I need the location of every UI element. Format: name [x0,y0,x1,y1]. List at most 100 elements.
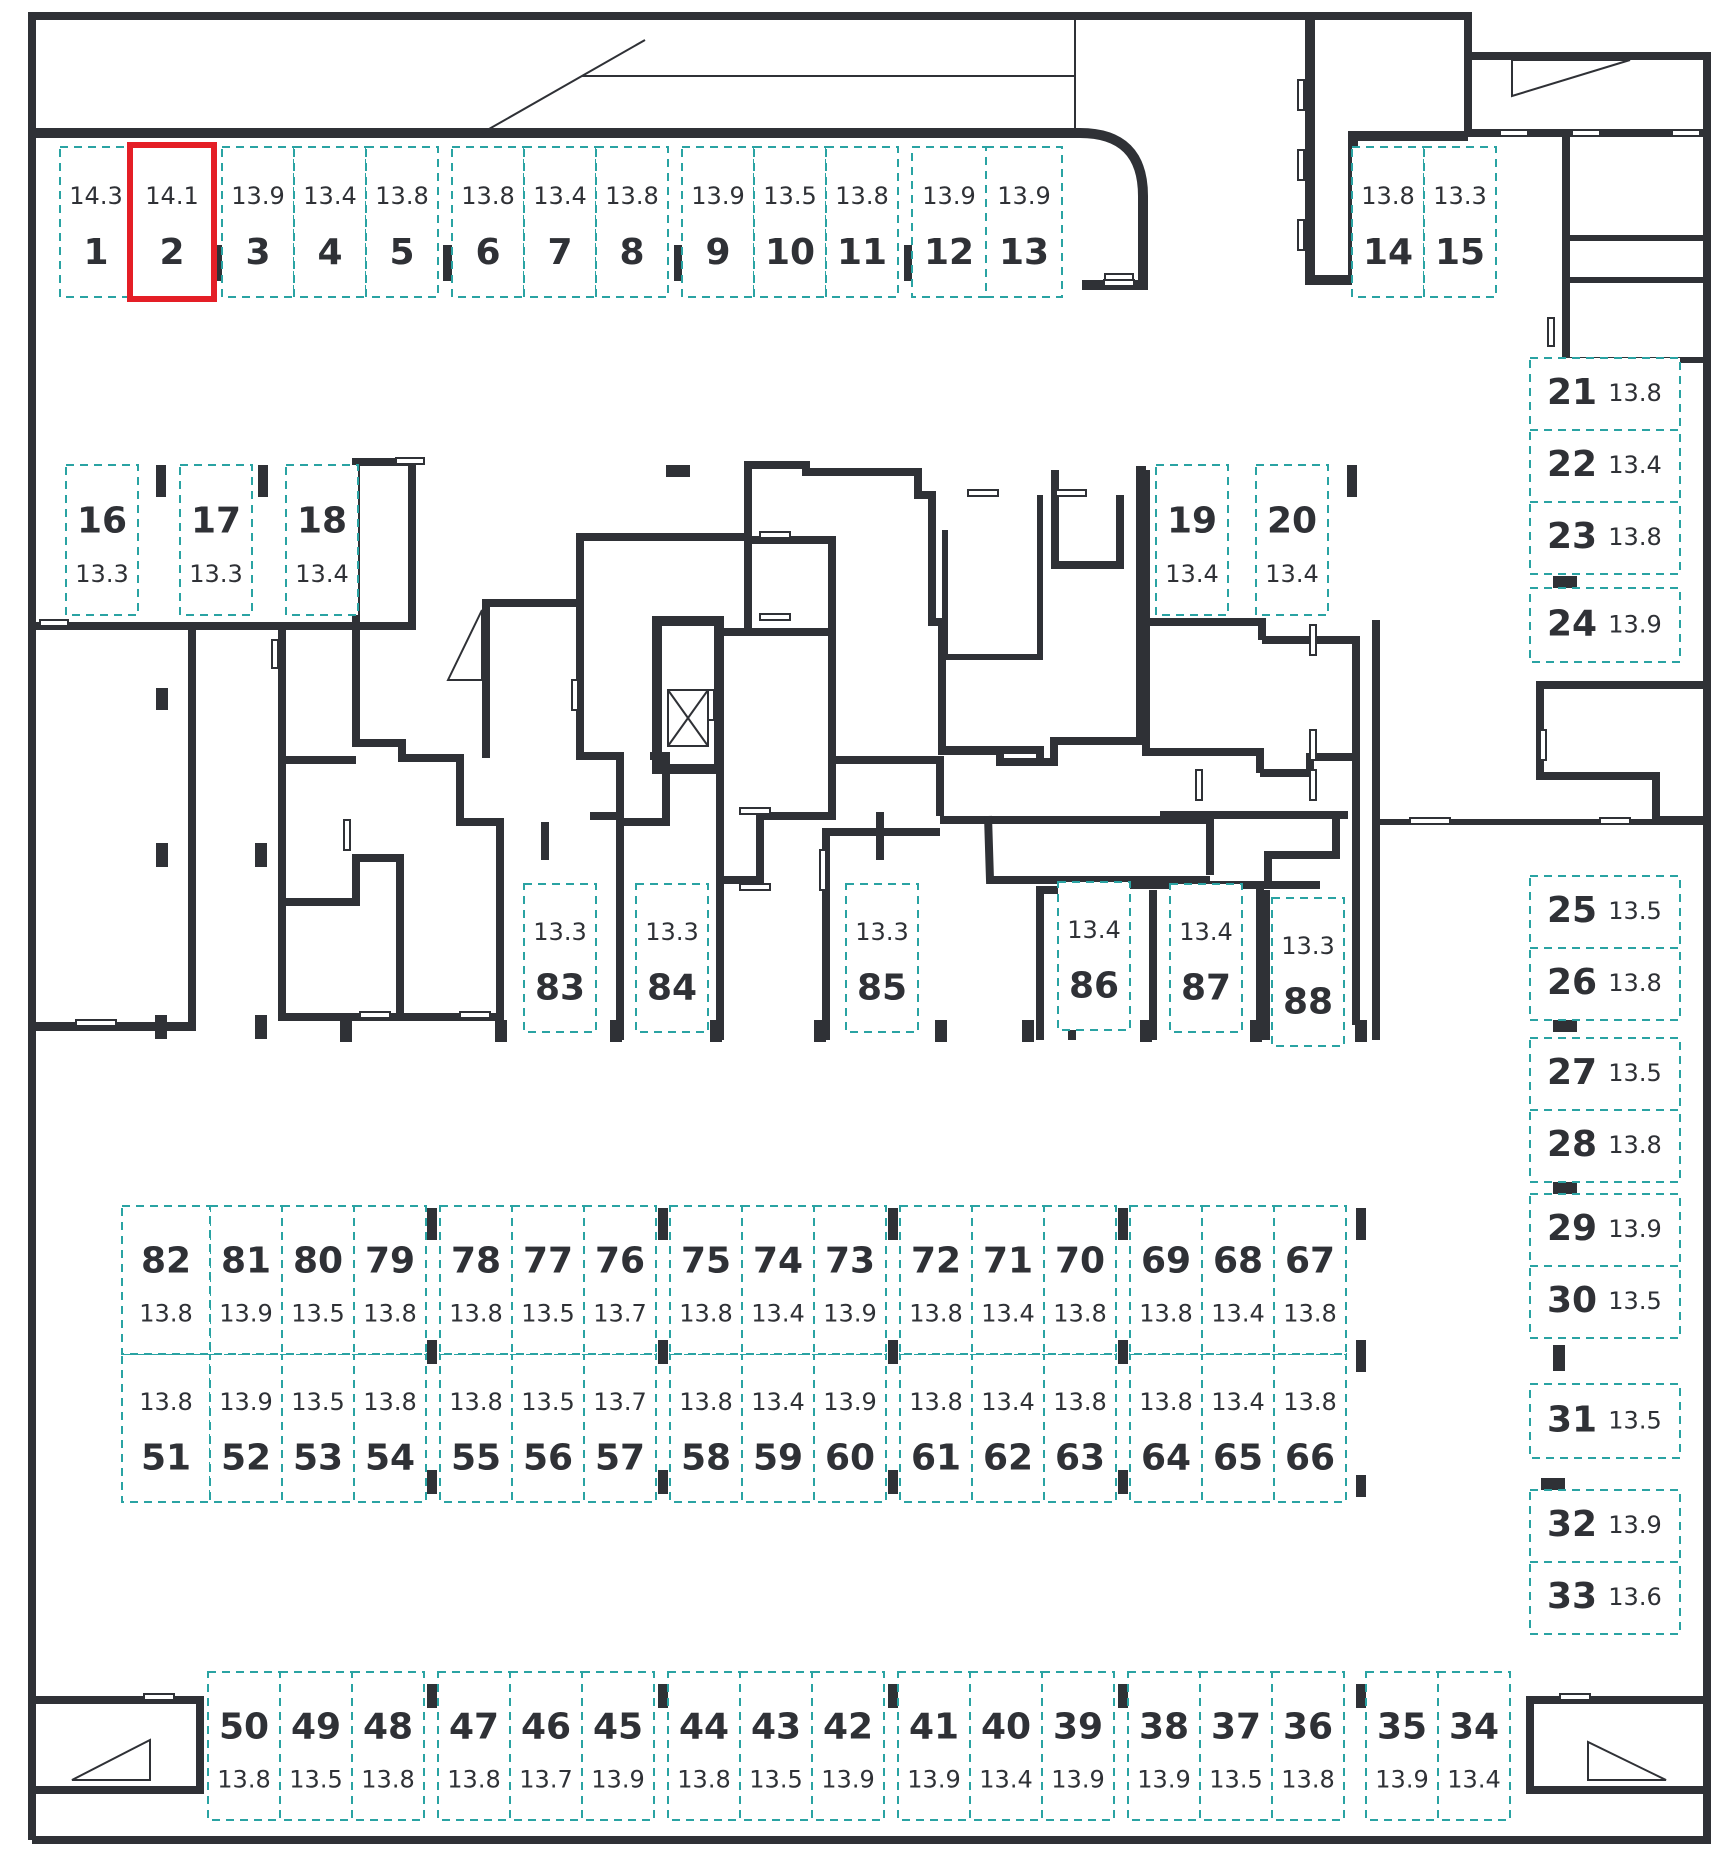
parking-spot-2[interactable]: 214.1 [131,146,213,298]
parking-spot-outline[interactable] [741,1205,815,1355]
parking-spot-outline[interactable] [1271,897,1345,1047]
parking-spot-outline[interactable] [1127,1671,1201,1821]
parking-spot-outline[interactable] [669,1205,743,1355]
parking-spot-outline[interactable] [351,1671,425,1821]
parking-spot-outline[interactable] [1365,1671,1439,1821]
parking-spot-outline[interactable] [1529,947,1681,1021]
parking-spot-outline[interactable] [1529,501,1681,575]
parking-spot-outline[interactable] [985,146,1063,298]
parking-spot-outline[interactable] [511,1205,585,1355]
parking-spot-outline[interactable] [739,1671,813,1821]
parking-spot-outline[interactable] [121,1353,211,1503]
parking-spot-outline[interactable] [293,146,367,298]
parking-spot-outline[interactable] [439,1353,513,1503]
parking-spot-outline[interactable] [209,1353,283,1503]
parking-spot-outline[interactable] [523,146,597,298]
parking-spot-outline[interactable] [971,1205,1045,1355]
parking-spot-outline[interactable] [1529,1265,1681,1339]
parking-spot-outline[interactable] [669,1353,743,1503]
parking-spot-outline[interactable] [1423,146,1497,298]
parking-spot-7[interactable]: 713.4 [523,146,597,298]
parking-spot-outline[interactable] [221,146,295,298]
parking-spot-outline[interactable] [209,1205,283,1355]
parking-spot-outline[interactable] [1199,1671,1273,1821]
parking-spot-outline[interactable] [825,146,899,298]
parking-spot-outline[interactable] [353,1353,427,1503]
parking-spot-outline[interactable] [1273,1205,1347,1355]
parking-spot-outline[interactable] [845,883,919,1033]
parking-spot-outline[interactable] [971,1353,1045,1503]
parking-spot-outline[interactable] [437,1671,511,1821]
parking-spot-outline[interactable] [1201,1205,1275,1355]
parking-spot-outline[interactable] [1043,1353,1117,1503]
parking-spot-outline[interactable] [681,146,755,298]
parking-spot-outline[interactable] [741,1353,815,1503]
parking-spot-outline[interactable] [1529,1109,1681,1183]
parking-spot-outline[interactable] [1169,883,1243,1033]
parking-spot-outline[interactable] [1271,1671,1345,1821]
parking-spot-outline[interactable] [365,146,439,298]
parking-spot-outline[interactable] [281,1205,355,1355]
parking-spot-outline[interactable] [281,1353,355,1503]
parking-spot-outline[interactable] [353,1205,427,1355]
parking-spot-outline[interactable] [65,464,139,616]
parking-spot-outline[interactable] [511,1353,585,1503]
parking-spot-1[interactable]: 114.3 [59,146,133,298]
parking-spot-8[interactable]: 813.8 [595,146,669,298]
parking-spot-outline[interactable] [1437,1671,1511,1821]
parking-spot-outline[interactable] [285,464,359,616]
parking-spot-4[interactable]: 413.4 [293,146,367,298]
parking-spot-outline[interactable] [813,1353,887,1503]
parking-spot-outline[interactable] [1529,429,1681,503]
